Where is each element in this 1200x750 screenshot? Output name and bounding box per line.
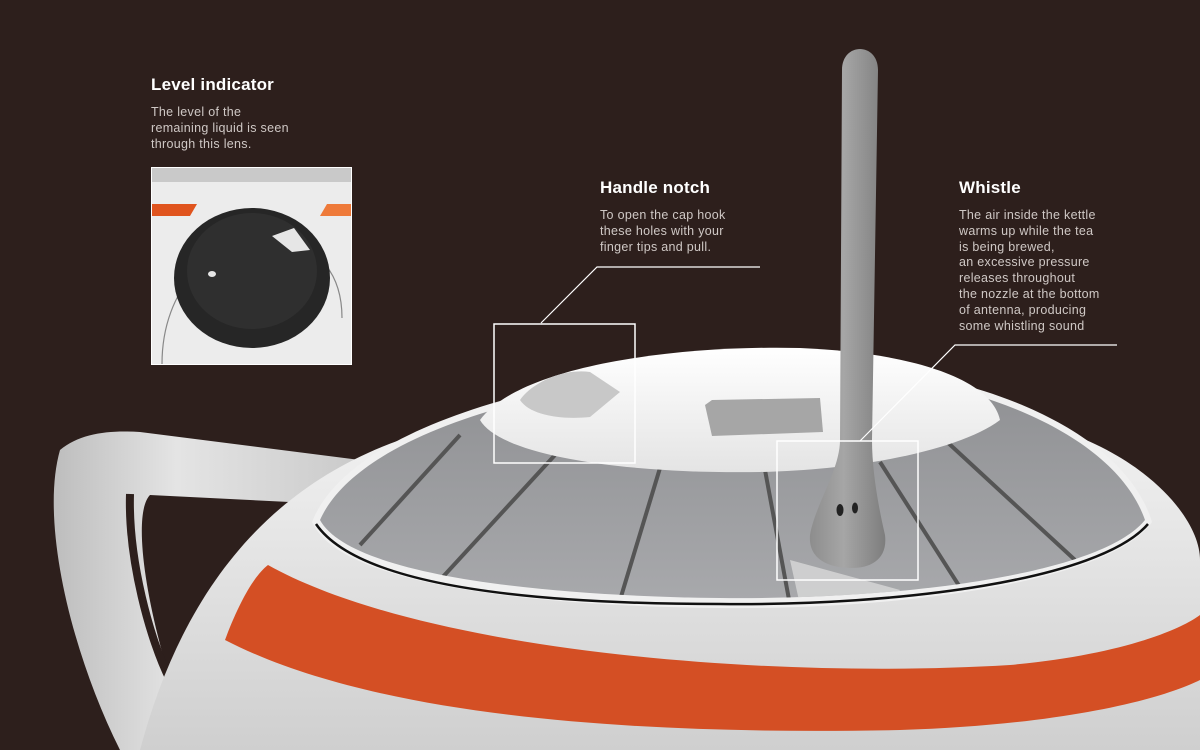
callout-handle-notch: Handle notch To open the cap hook these …	[600, 178, 770, 255]
callout-text: The air inside the kettle warms up while…	[959, 208, 1100, 333]
callout-title: Level indicator	[151, 75, 274, 94]
callout-text: The level of the remaining liquid is see…	[151, 105, 289, 151]
handle-notch-leader-line	[540, 266, 760, 324]
whistle-leader-line	[859, 344, 1117, 442]
whistle-highlight-box	[776, 440, 919, 581]
level-indicator-inset	[151, 167, 352, 365]
lens-glass	[187, 213, 317, 329]
orange-stripe	[225, 565, 1200, 731]
callout-text: To open the cap hook these holes with yo…	[600, 208, 726, 254]
callout-level-indicator: Level indicator The level of the remaini…	[151, 75, 351, 152]
antenna-whistle	[809, 49, 886, 568]
handle-notch-highlight-box	[493, 323, 636, 464]
notch-right	[705, 398, 823, 436]
kettle-handle	[53, 431, 360, 750]
callout-title: Handle notch	[600, 178, 711, 197]
callout-whistle: Whistle The air inside the kettle warms …	[959, 178, 1139, 334]
callout-title: Whistle	[959, 178, 1021, 197]
notch-left	[520, 371, 620, 418]
